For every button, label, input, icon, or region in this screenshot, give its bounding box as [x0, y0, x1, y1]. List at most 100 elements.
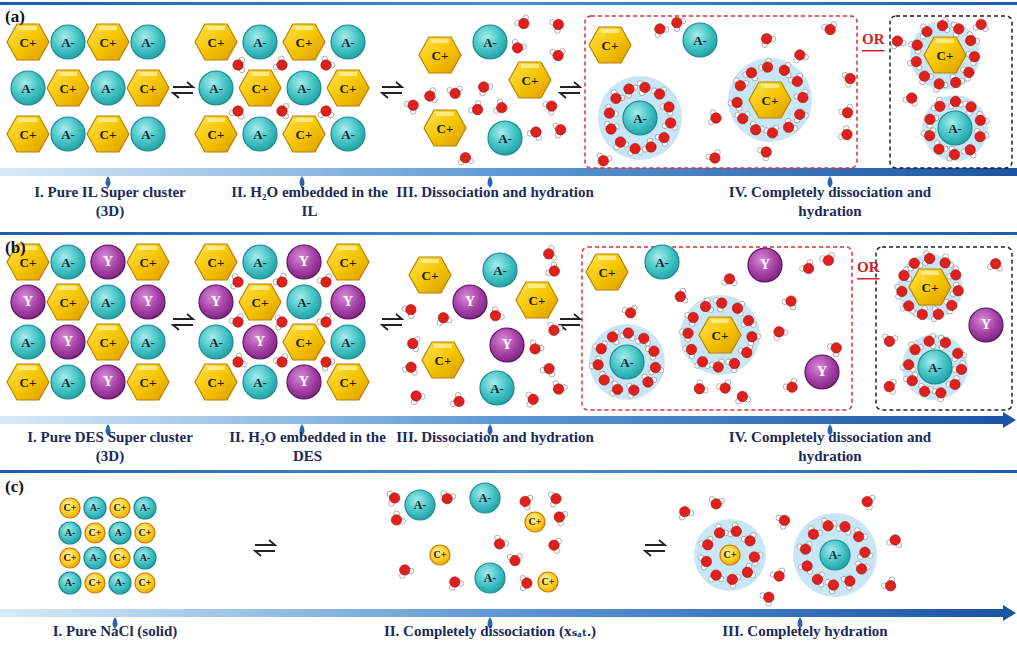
oxygen-atom: [924, 336, 934, 346]
oxygen-atom: [940, 337, 950, 347]
circle-shape: [473, 25, 507, 59]
circle-shape: [287, 365, 321, 399]
water-molecule: [783, 118, 797, 132]
water-molecule: [403, 362, 418, 375]
water-molecule: [727, 574, 741, 588]
oxygen-atom: [842, 108, 852, 118]
oxygen-atom: [949, 149, 959, 159]
panel-rule: [0, 2, 1017, 5]
water-molecule: [797, 541, 812, 554]
hexagon-facet: [528, 284, 546, 288]
equilibrium-arrow: [255, 540, 275, 545]
hexagon-facet: [421, 259, 439, 263]
circle-shape: [938, 111, 972, 145]
ion-label: C+: [60, 82, 77, 95]
circle-shape: [131, 285, 165, 319]
water-molecule: [895, 284, 907, 299]
ion-label: C+: [114, 503, 127, 513]
circle-shape: [131, 117, 165, 151]
ion-label: A-: [209, 82, 223, 95]
axis-arrowhead: [1003, 412, 1016, 428]
ion-label: Y: [502, 338, 512, 352]
circle-shape: [199, 285, 233, 319]
circle-shape: [331, 25, 365, 59]
water-molecule: [604, 104, 618, 118]
circle-shape: [59, 572, 81, 594]
water-molecule: [761, 34, 775, 48]
water-molecule: [321, 357, 335, 371]
ion-label: A-: [21, 336, 35, 349]
oxygen-atom: [779, 65, 789, 75]
oxygen-atom: [720, 383, 730, 393]
ion-label: Y: [299, 255, 309, 269]
water-molecule: [273, 354, 287, 367]
equilibrium-arrow: [173, 82, 193, 87]
oxygen-atom: [792, 76, 802, 86]
water-molecule: [554, 512, 568, 526]
oxygen-atom: [934, 144, 944, 154]
hydration-shell: [793, 513, 877, 597]
ion-label: C+: [20, 256, 37, 269]
oxygen-atom: [907, 93, 917, 103]
oxygen-atom: [856, 564, 866, 574]
ion-label: A-: [141, 336, 155, 349]
oxygen-atom: [233, 357, 243, 367]
equilibrium-arrow: [382, 314, 402, 319]
water-molecule: [794, 109, 808, 123]
water-molecule: [458, 152, 473, 165]
ion-label: C+: [602, 39, 619, 52]
anion-circle: A-: [819, 539, 851, 571]
water-molecule: [937, 17, 950, 32]
circle-shape: [331, 117, 365, 151]
water-molecule: [800, 260, 814, 274]
dashed-group-box: [582, 247, 852, 410]
oxygen-atom: [937, 20, 947, 30]
anion-circle: A-: [83, 496, 107, 520]
oxygen-atom: [530, 344, 540, 354]
ion-label: A-: [498, 132, 512, 145]
ion-label: A-: [253, 376, 267, 389]
ion-label: A-: [209, 336, 223, 349]
circle-shape: [331, 325, 365, 359]
anion-circle: A-: [644, 244, 680, 280]
cation-hexagon: C+: [923, 36, 967, 74]
anion-circle: A-: [917, 349, 953, 385]
circle-shape: [59, 522, 81, 544]
ion-label: Y: [255, 335, 265, 349]
ion-label: C+: [114, 553, 127, 563]
oxygen-atom: [842, 129, 852, 139]
cation-hexagon: C+: [126, 363, 170, 401]
hbd-circle: Y: [198, 284, 234, 320]
oxygen-atom: [450, 577, 460, 587]
hexagon-shape: [589, 27, 631, 63]
oxygen-atom: [808, 529, 818, 539]
water-molecule: [400, 565, 414, 579]
oxygen-atom: [694, 384, 704, 394]
water-molecule: [742, 563, 755, 577]
oxygen-atom: [925, 114, 935, 124]
cation-circle: C+: [524, 511, 546, 533]
oxygen-atom: [607, 332, 617, 342]
oxygen-atom: [665, 118, 675, 128]
panel-letter: (a): [5, 6, 45, 27]
water-molecule: [709, 570, 724, 582]
oxygen-atom: [233, 106, 243, 116]
equilibrium-arrow: [560, 82, 580, 87]
oxygen-atom: [611, 93, 621, 103]
cation-circle: C+: [84, 522, 106, 544]
cation-hexagon: C+: [908, 268, 952, 306]
oxygen-atom: [899, 270, 909, 280]
water-molecule: [853, 528, 867, 542]
water-molecule: [966, 51, 980, 65]
cation-circle: C+: [134, 572, 156, 594]
hexagon-shape: [195, 244, 237, 280]
oxygen-atom: [640, 82, 650, 92]
oxygen-atom: [454, 396, 464, 406]
oxygen-atom: [277, 60, 287, 70]
oxygen-atom: [277, 106, 287, 116]
hexagon-facet: [295, 326, 313, 330]
oxygen-atom: [934, 79, 944, 89]
water-molecule: [589, 356, 603, 370]
circle-shape: [109, 522, 131, 544]
oxygen-atom: [460, 152, 470, 162]
